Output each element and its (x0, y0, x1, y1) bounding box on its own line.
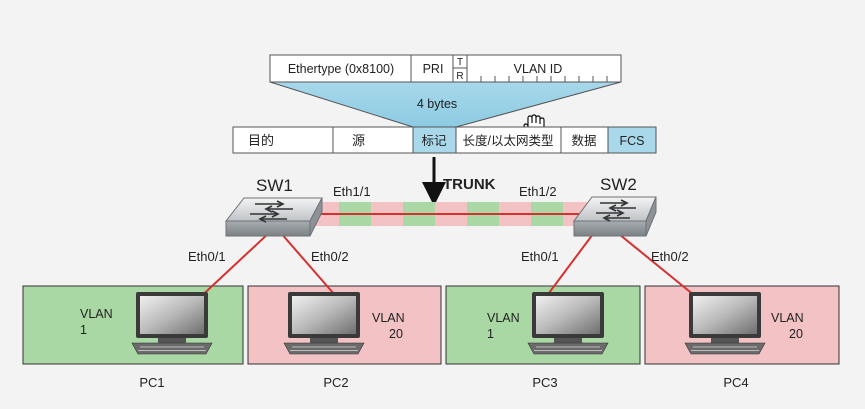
pc4-computer-icon (684, 292, 766, 355)
pc4-vlan-label: VLAN (771, 311, 804, 325)
sw1-port-eth02-label: Eth0/2 (311, 249, 349, 264)
pc4-vlan-id: 20 (789, 327, 803, 341)
frame-src-field: 源 (352, 133, 365, 148)
pc1-computer-icon (131, 292, 213, 355)
ethertype-field: Ethertype (0x8100) (288, 62, 394, 76)
pc3-vlan-id: 1 (487, 327, 494, 341)
pri-field: PRI (423, 62, 444, 76)
vlan-tag-header: Ethertype (0x8100) PRI T R VLAN ID (269, 54, 622, 83)
r-bit-field: R (456, 71, 463, 82)
frame-dst-field: 目的 (248, 133, 274, 148)
ethernet-frame: 目的 源 标记 长度/以太网类型 数据 FCS (232, 126, 657, 154)
switch-sw1-icon (224, 197, 323, 237)
pc1-vlan-box (22, 285, 244, 365)
pc3-name-label: PC3 (532, 375, 557, 390)
switch-sw2-icon (573, 196, 657, 237)
link-sw1-pc1 (194, 231, 271, 303)
pc2-vlan-id: 20 (389, 327, 403, 341)
sw2-name-label: SW2 (600, 175, 637, 194)
sw1-name-label: SW1 (256, 176, 293, 195)
sw1-port-eth01-label: Eth0/1 (188, 249, 226, 264)
frame-lentype-field: 长度/以太网类型 (463, 133, 554, 148)
pc1-vlan-label: VLAN (80, 307, 113, 321)
pc1-vlan-id: 1 (80, 323, 87, 337)
pc4-name-label: PC4 (723, 375, 748, 390)
trunk-label: TRUNK (443, 176, 496, 193)
vlan-id-ticks (480, 76, 608, 82)
t-bit-field: T (457, 57, 463, 68)
pc3-computer-icon (527, 292, 609, 355)
pc3-vlan-label: VLAN (487, 311, 520, 325)
pc2-vlan-label: VLAN (372, 311, 405, 325)
pc2-computer-icon (283, 292, 365, 355)
trunk-link (307, 202, 595, 226)
vlan-id-field: VLAN ID (514, 62, 563, 76)
frame-data-field: 数据 (571, 133, 596, 148)
link-sw2-pc3 (545, 229, 597, 298)
link-sw1-pc2 (279, 231, 335, 295)
pc1-name-label: PC1 (139, 375, 164, 390)
sw1-uplink-port-label: Eth1/1 (333, 184, 371, 199)
tag-size-label: 4 bytes (417, 97, 457, 111)
frame-fcs-field: FCS (620, 134, 645, 148)
link-sw2-pc4 (613, 229, 701, 301)
sw2-port-eth01-label: Eth0/1 (521, 249, 559, 264)
frame-tag-field: 标记 (421, 134, 447, 148)
tag-header-box (269, 54, 622, 83)
sw2-uplink-port-label: Eth1/2 (519, 184, 557, 199)
pc2-name-label: PC2 (323, 375, 348, 390)
access-links (194, 229, 701, 303)
sw2-port-eth02-label: Eth0/2 (651, 249, 689, 264)
